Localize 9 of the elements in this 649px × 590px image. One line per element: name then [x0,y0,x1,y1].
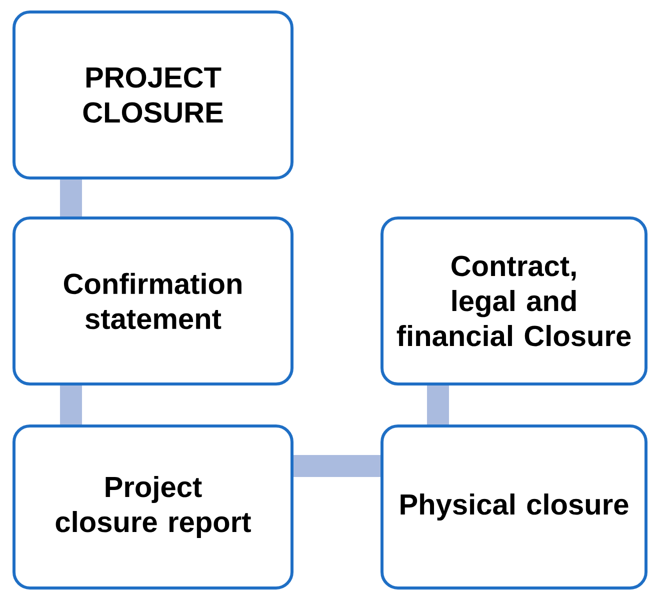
connector-bar [60,386,82,424]
connector-bar [294,455,380,477]
connector-bar [60,180,82,216]
process-box: PROJECT CLOSURE [12,10,294,180]
process-box: Physical closure [380,424,648,590]
process-box: Project closure report [12,424,294,590]
process-box: Confirmation statement [12,216,294,386]
process-box: Contract, legal and financial Closure [380,216,648,386]
connector-bar [427,386,449,424]
